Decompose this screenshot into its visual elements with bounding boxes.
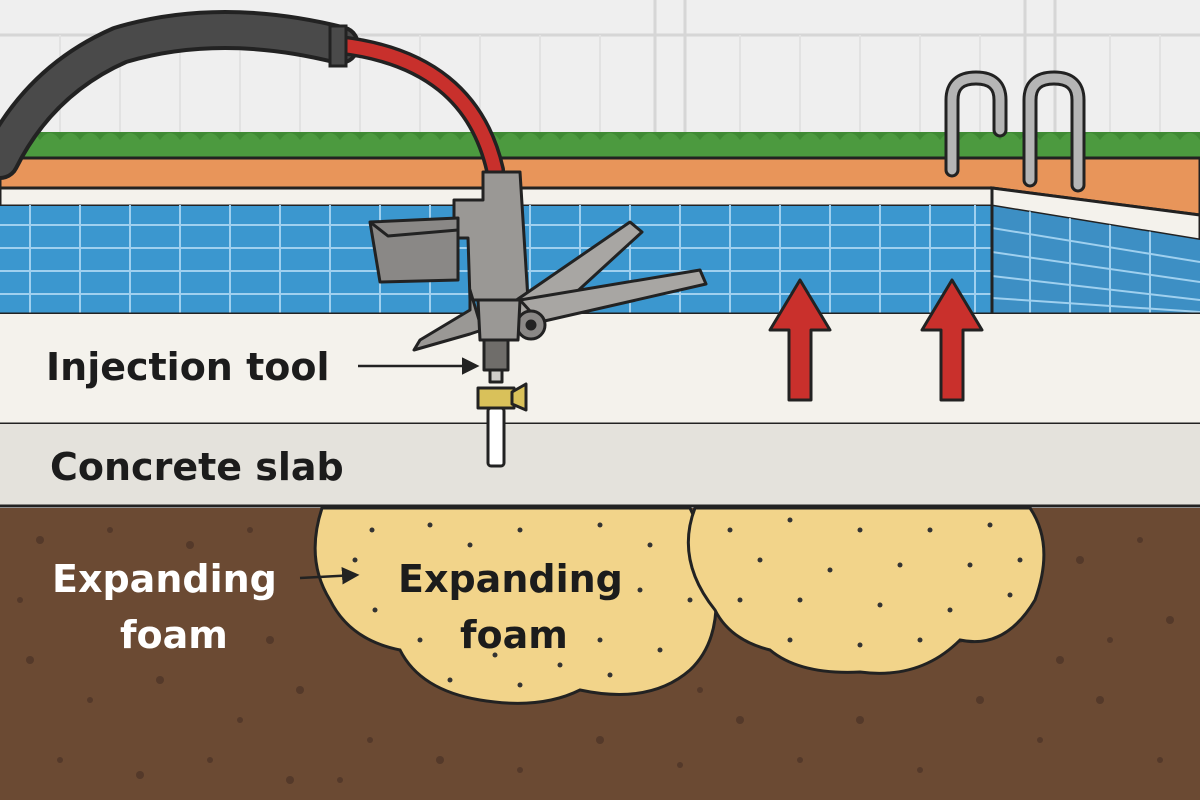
hedge <box>0 132 1200 160</box>
label-injection-tool: Injection tool <box>46 345 330 389</box>
leader-lines <box>299 357 480 585</box>
supply-hose <box>0 10 505 180</box>
label-expanding-foam-outer-line1: Expanding <box>52 557 277 601</box>
lift-arrow-icon <box>768 278 832 402</box>
valve-icon <box>476 382 528 412</box>
label-expanding-foam-inner-line2: foam <box>460 613 568 657</box>
pool-ladder-icon <box>944 70 1086 193</box>
label-concrete-slab: Concrete slab <box>50 445 344 489</box>
foam-pocket-right <box>686 506 1046 675</box>
label-expanding-foam-inner-line1: Expanding <box>398 557 623 601</box>
pool-deck <box>0 314 1200 426</box>
injection-gun-icon <box>368 170 708 468</box>
lift-arrow-icon <box>920 278 984 402</box>
concrete-slab <box>0 424 1200 508</box>
label-expanding-foam-outer-line2: foam <box>120 613 228 657</box>
